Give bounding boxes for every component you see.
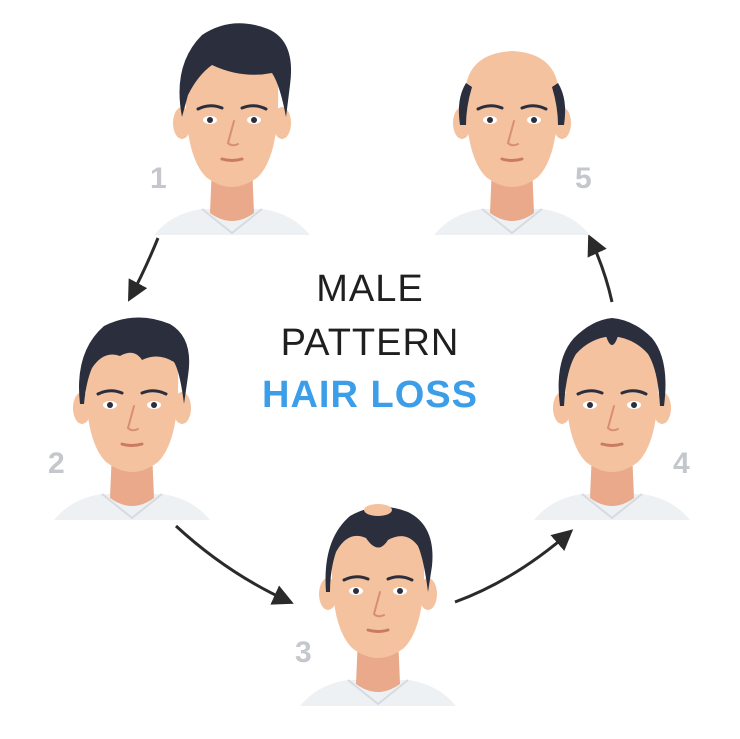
arrow-4-to-5: [587, 234, 614, 303]
hair-receding: [79, 317, 190, 404]
face-stage-3: [298, 504, 458, 708]
face-stage-2: [52, 317, 212, 522]
hair-full: [179, 23, 292, 117]
stage-number-2: 2: [48, 447, 65, 480]
stage-number-3: 3: [295, 636, 312, 669]
arrow-3-to-4: [454, 529, 574, 604]
cycle-arrows: [128, 234, 614, 605]
stage-number-4: 4: [673, 447, 690, 480]
arrow-1-to-2: [128, 237, 160, 302]
title-line-1: MALE: [316, 268, 424, 310]
hair-thinning: [325, 506, 433, 592]
title-line-3: HAIR LOSS: [262, 374, 478, 416]
face-stage-4: [532, 318, 692, 522]
stage-number-1: 1: [150, 162, 167, 195]
title-line-2: PATTERN: [280, 322, 460, 364]
hair-sides-top: [558, 318, 666, 406]
hair-sides: [458, 83, 472, 125]
face-stage-1: [152, 23, 312, 237]
stage-number-5: 5: [575, 162, 592, 195]
arrow-2-to-3: [174, 524, 294, 605]
face-stage-5: [432, 49, 592, 237]
